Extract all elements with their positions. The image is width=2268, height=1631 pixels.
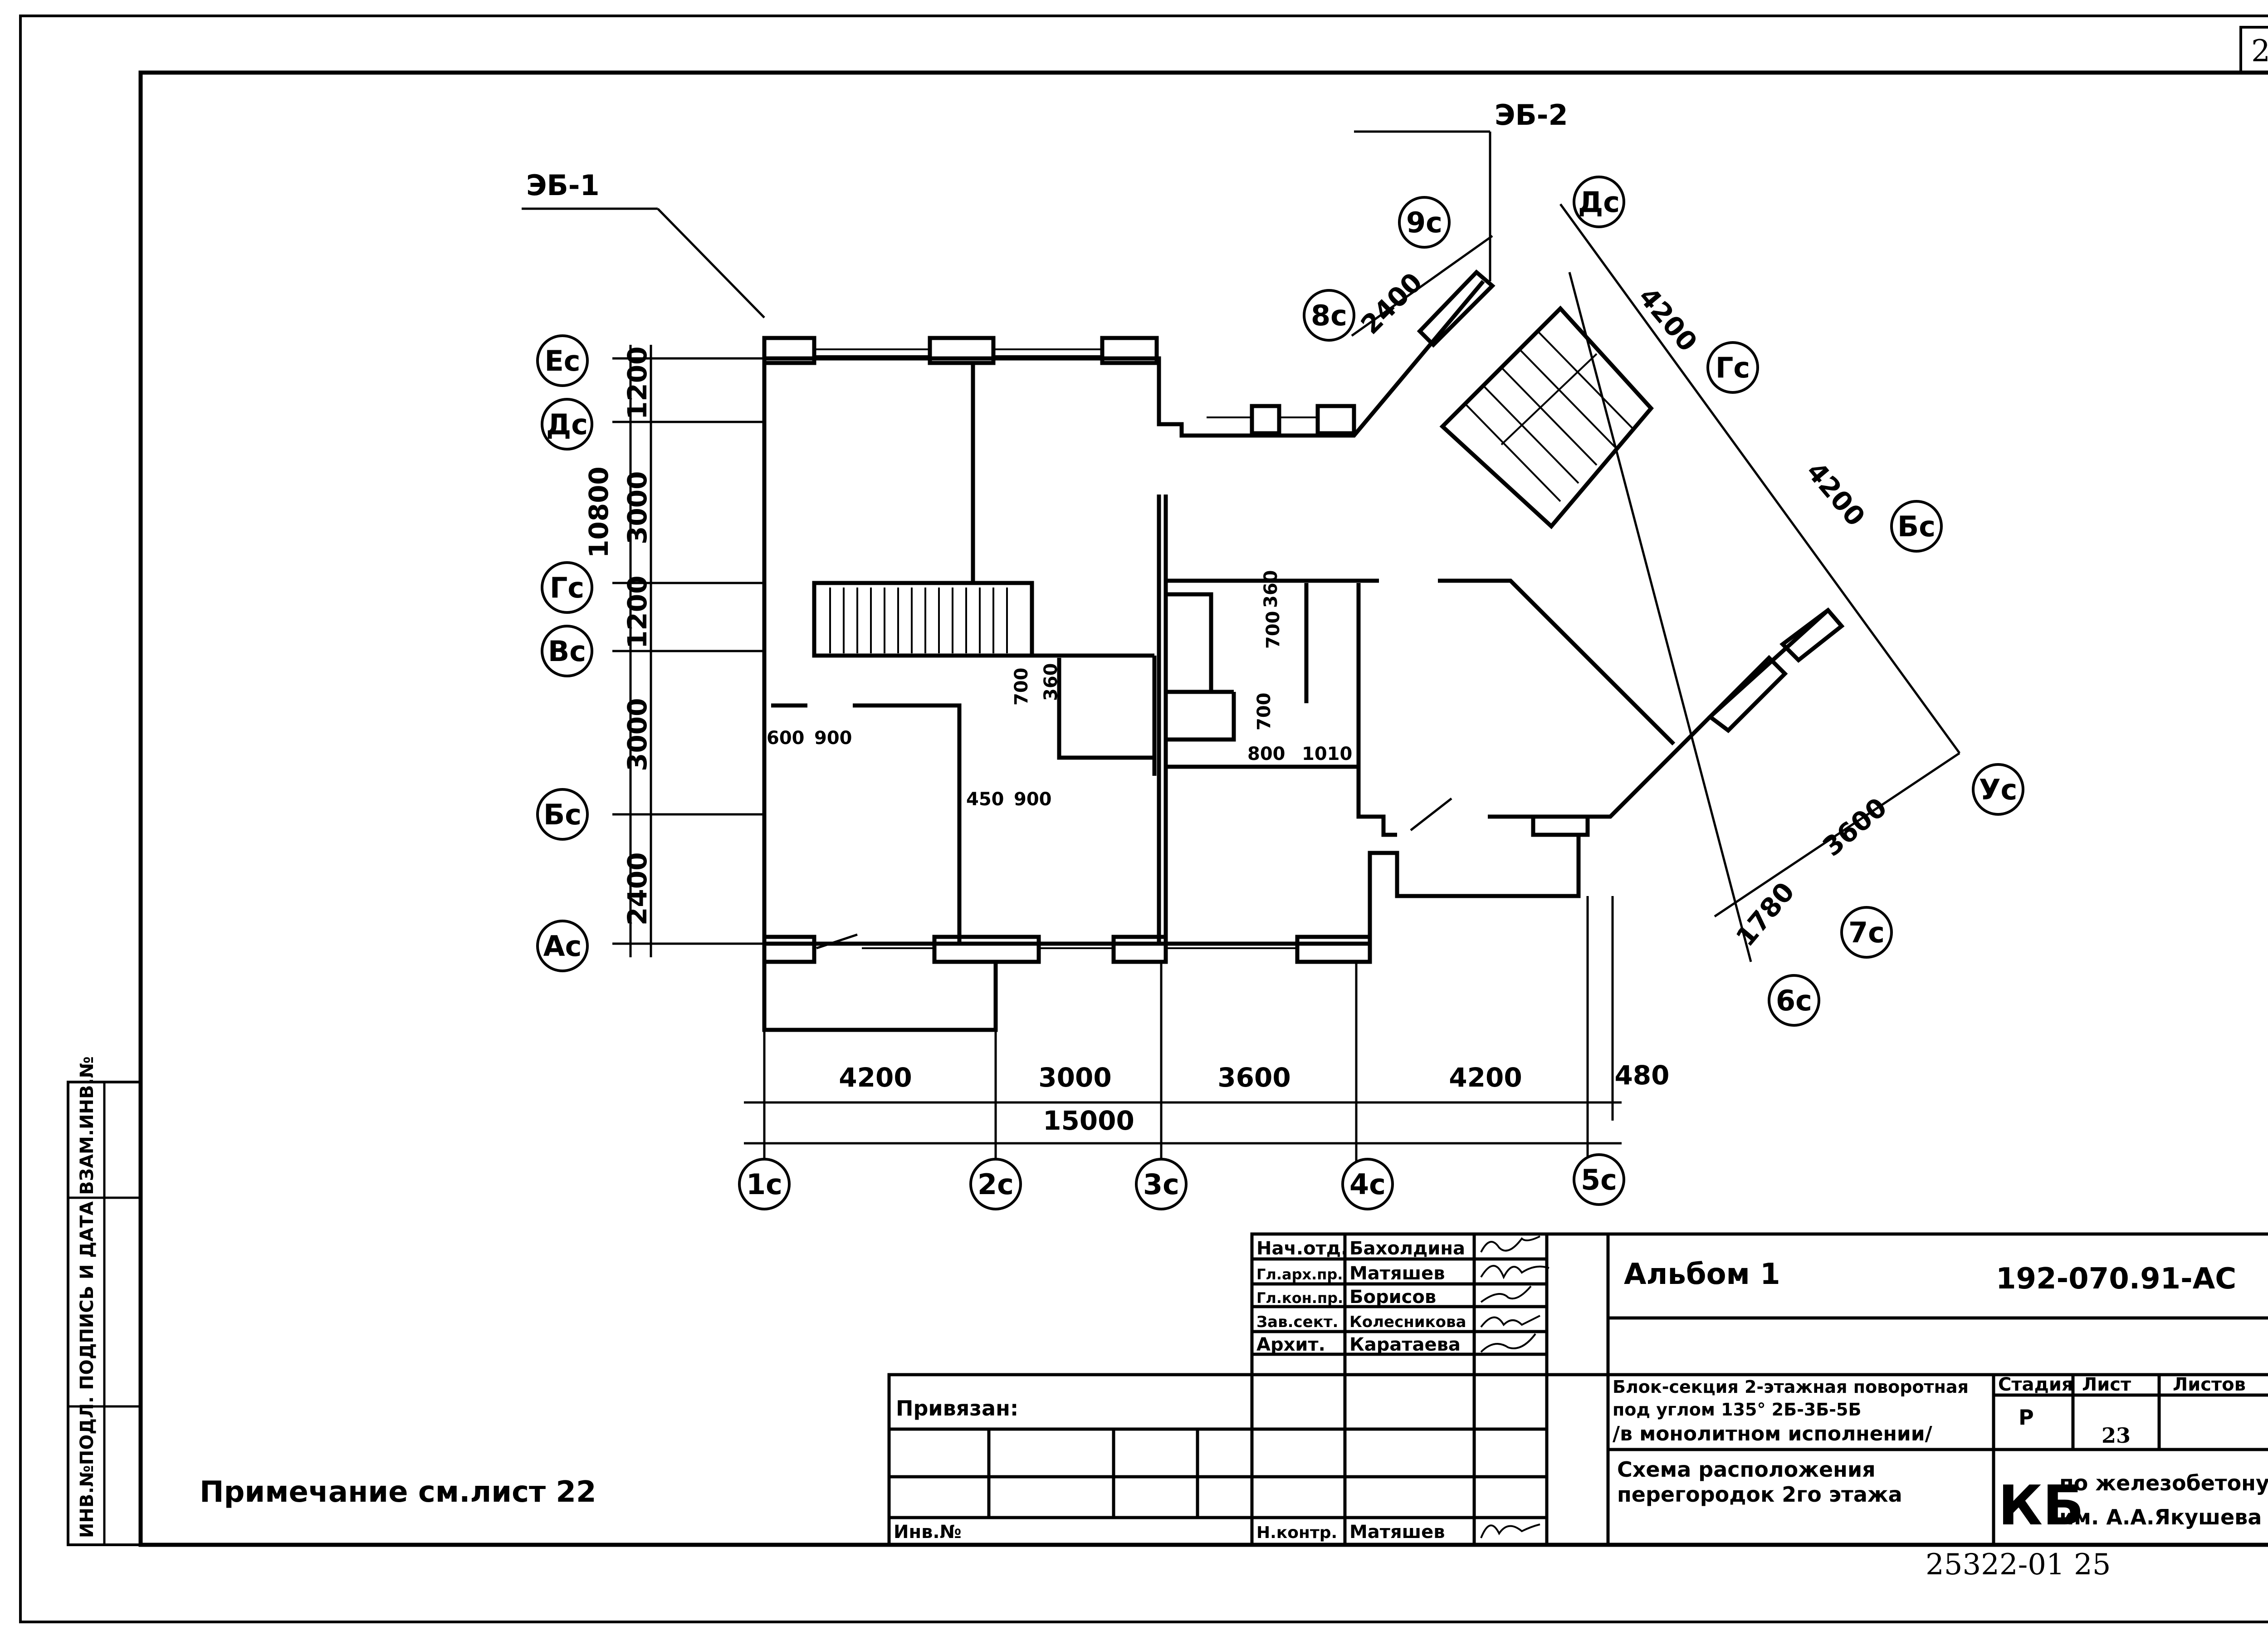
axis-7c: 7с (1848, 916, 1885, 949)
axis-diag-uc: Ус (1979, 773, 2018, 806)
stage-header: Стадия (1998, 1374, 2073, 1395)
axis-diag-bc: Бс (1897, 510, 1936, 543)
dim-int-360a: 360 (1041, 663, 1061, 701)
dim-int-900a: 900 (814, 728, 852, 749)
outer-frame (19, 15, 2268, 1623)
control-name: Матяшев (1349, 1522, 1445, 1543)
page-number-box (2239, 26, 2268, 74)
dim-bottom-3: 3600 (1217, 1062, 1290, 1093)
dim-left-1: 1200 (622, 347, 653, 420)
dim-int-360b: 360 (1261, 570, 1281, 608)
sheet-header: Лист (2082, 1374, 2131, 1395)
axis-3c: 3с (1143, 1168, 1179, 1201)
sheet-number: 23 (2102, 1423, 2131, 1448)
dim-diag-top: 2400 (1355, 267, 1428, 340)
sig-name-5: Каратаева (1349, 1334, 1461, 1355)
dim-int-600: 600 (767, 728, 805, 749)
section-marks: ЭБ-1 ЭБ-2 (526, 98, 1568, 202)
dim-left-3: 1200 (622, 576, 653, 649)
project-title-2: под углом 135° 2Б-3Б-5Б (1613, 1400, 1861, 1420)
album-label: Альбом 1 (1624, 1258, 1780, 1291)
dim-int-700c: 700 (1254, 693, 1275, 731)
page-number: 24 (2251, 34, 2268, 69)
inv-label: Инв.№ (894, 1522, 962, 1543)
axes-diagonal (1303, 176, 2024, 1027)
dim-bottom-1: 4200 (839, 1062, 912, 1093)
title-block-grid (887, 1232, 2268, 1547)
sig-name-1: Бахолдина (1349, 1238, 1465, 1259)
dim-int-450: 450 (966, 789, 1004, 810)
axis-diag-dc: Дс (1578, 186, 1620, 219)
axis-4c: 4с (1349, 1168, 1386, 1201)
sheet-title-2: перегородок 2го этажа (1617, 1482, 1902, 1507)
signatures (1480, 1235, 1549, 1538)
note-text: Примечание см.лист 22 (200, 1475, 596, 1509)
axis-diag-gc: Гс (1716, 351, 1750, 384)
sheets-header: Листов (2173, 1374, 2246, 1395)
dim-int-700b: 700 (1263, 611, 1284, 649)
dim-diag-bottom: 1780 (1730, 877, 1801, 952)
sig-name-4: Колесникова (1349, 1313, 1466, 1331)
dim-int-900b: 900 (1014, 789, 1052, 810)
control-role: Н.контр. (1256, 1523, 1337, 1542)
axis-2c: 2с (978, 1168, 1014, 1201)
project-title-1: Блок-секция 2-этажная поворотная (1613, 1377, 1969, 1397)
axis-8c: 8с (1311, 299, 1347, 332)
side-strip-label: ИНВ.№ПОДЛ. ПОДПИСЬ И ДАТА ВЗАМ.ИНВ.№ (77, 1056, 98, 1538)
dim-left-total: 10800 (583, 466, 614, 558)
section-mark-eb1: ЭБ-1 (526, 169, 600, 202)
dim-int-800: 800 (1247, 744, 1286, 764)
dim-diag-right-3: 3600 (1817, 792, 1892, 862)
dimension-lines (522, 130, 1961, 1161)
sig-role-5: Архит. (1256, 1334, 1325, 1355)
axis-vc: Вс (548, 635, 586, 668)
org-logo: КБ (1998, 1474, 2084, 1538)
sig-role-3: Гл.кон.пр. (1256, 1289, 1343, 1307)
project-title-3: /в монолитном исполнении/ (1613, 1422, 1933, 1445)
bound-label: Привязан: (896, 1396, 1018, 1420)
axis-9c: 9с (1406, 206, 1442, 239)
sheet-title-1: Схема расположения (1617, 1457, 1876, 1482)
floor-plan (762, 269, 1845, 1032)
inner-frame (138, 70, 2268, 1547)
axis-gc: Гс (550, 571, 584, 604)
axes-horizontal (738, 1153, 1625, 1210)
axes-vertical (536, 334, 593, 972)
sig-name-3: Борисов (1349, 1287, 1436, 1308)
stage-value: Р (2019, 1405, 2034, 1430)
axis-dc: Дс (546, 408, 588, 441)
sig-role-1: Нач.отд. (1256, 1238, 1348, 1259)
section-mark-eb2: ЭБ-2 (1495, 98, 1568, 132)
axis-5c: 5с (1581, 1163, 1617, 1196)
sig-role-2: Гл.арх.пр. (1256, 1266, 1343, 1283)
document-code: 192-070.91-АС (1996, 1262, 2236, 1296)
sig-role-4: Зав.сект. (1256, 1313, 1338, 1331)
dim-int-700a: 700 (1011, 668, 1032, 706)
org-line-2: им. А.А.Якушева (2059, 1505, 2262, 1529)
dim-bottom-5: 480 (1614, 1060, 1669, 1091)
stamp-number: 25322-01 25 (1926, 1548, 2111, 1582)
axis-ac: Ас (543, 930, 582, 963)
axis-ec: Ес (544, 344, 580, 377)
dim-bottom-2: 3000 (1038, 1062, 1111, 1093)
dim-left-4: 3000 (622, 698, 653, 771)
axis-bc: Бс (543, 798, 582, 831)
dim-left-2: 3000 (622, 471, 653, 544)
dim-int-1010: 1010 (1302, 744, 1352, 764)
dim-bottom-total: 15000 (1043, 1105, 1134, 1136)
axis-1c: 1с (746, 1168, 782, 1201)
dim-diag-right-2: 4200 (1800, 456, 1871, 532)
sig-name-2: Матяшев (1349, 1263, 1445, 1284)
dim-bottom-4: 4200 (1449, 1062, 1522, 1093)
dim-left-5: 2400 (622, 852, 653, 926)
axis-6c: 6с (1776, 984, 1812, 1017)
org-line-1: по железобетону (2059, 1471, 2268, 1495)
